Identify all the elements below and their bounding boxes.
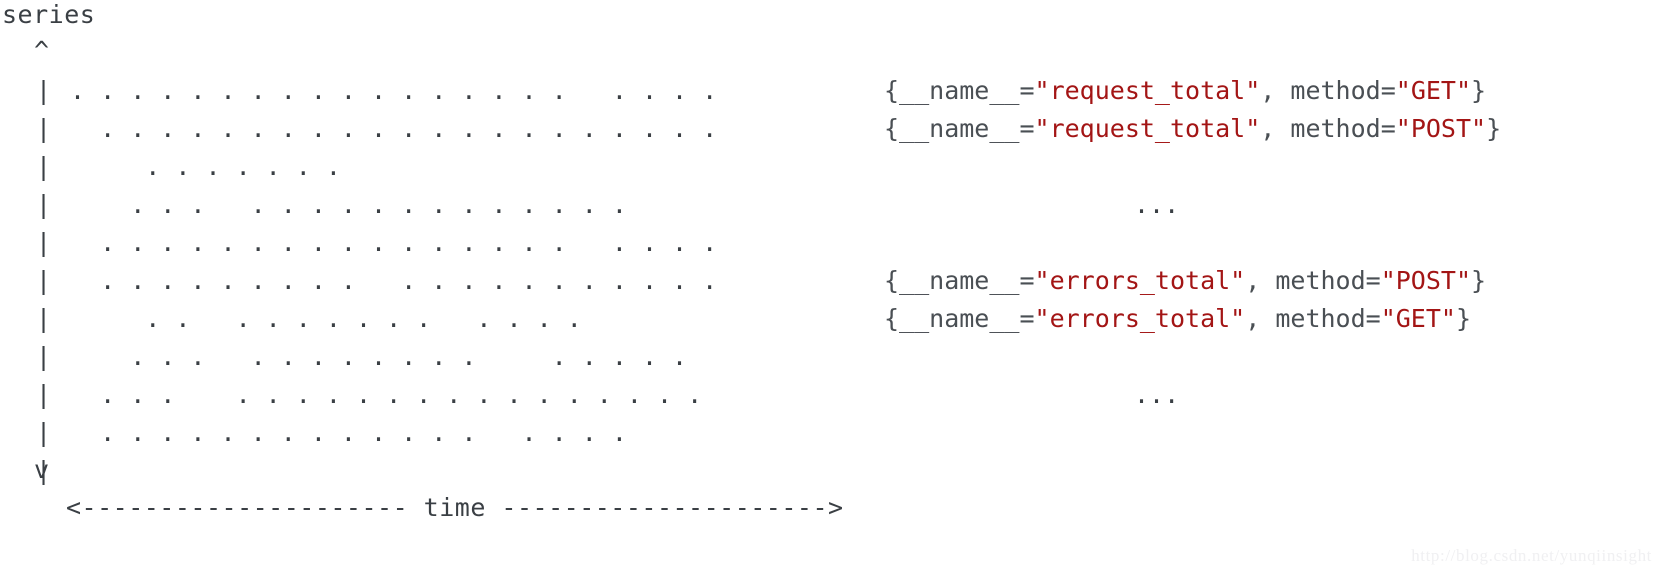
y-axis-up-arrow-icon: ^	[34, 36, 50, 65]
legend-plain-text: , method=	[1245, 304, 1381, 333]
legend-plain-text: {__name__=	[884, 304, 1035, 333]
sample-dot-track: . . . . . . . . . . . . . . . .	[70, 342, 688, 371]
y-axis-tick: |	[36, 114, 52, 143]
legend-plain-text: {__name__=	[884, 76, 1035, 105]
y-axis-tick: |	[36, 418, 52, 447]
sample-dot-track: . . . . . . . . . . . . . . . . .	[70, 418, 627, 447]
sample-dot-track: . . . . . . . . . . . . . . . . . . .	[70, 380, 703, 409]
y-axis-tick: |	[36, 76, 52, 105]
legend-string-literal: "request_total"	[1034, 114, 1261, 143]
legend-plain-text: , method=	[1245, 266, 1381, 295]
sample-dot-track: . . . . . . .	[70, 152, 341, 181]
legend-string-literal: "GET"	[1395, 76, 1472, 105]
series-legend-entry: {__name__="errors_total", method="GET"}	[884, 306, 1471, 331]
sample-dot-track: . . . . . . . . . . . . .	[70, 304, 582, 333]
legend-plain-text: }	[1471, 266, 1487, 295]
legend-string-literal: "errors_total"	[1034, 304, 1246, 333]
legend-ellipsis: ...	[1134, 380, 1180, 409]
legend-string-literal: "request_total"	[1034, 76, 1261, 105]
series-legend: {__name__="request_total", method="GET"}…	[884, 0, 1660, 570]
watermark: http://blog.csdn.net/yunqiinsight	[1411, 546, 1652, 565]
legend-ellipsis: ...	[1134, 190, 1180, 219]
y-axis-tick: |	[36, 228, 52, 257]
y-axis-tick: |	[36, 342, 52, 371]
legend-string-literal: "errors_total"	[1034, 266, 1246, 295]
y-axis-tick: |	[36, 152, 52, 181]
sample-dot-track: . . . . . . . . . . . . . . . .	[70, 190, 627, 219]
legend-plain-text: {__name__=	[884, 114, 1035, 143]
legend-string-literal: "POST"	[1380, 266, 1472, 295]
sample-dot-track: . . . . . . . . . . . . . . . . . . . .	[70, 228, 718, 257]
y-axis-tick: |	[36, 380, 52, 409]
y-axis-tick: |	[36, 266, 52, 295]
legend-string-literal: "GET"	[1380, 304, 1456, 333]
series-legend-entry: {__name__="request_total", method="GET"}	[884, 78, 1486, 103]
y-axis-tick: |	[36, 190, 52, 219]
y-axis-tick: |	[36, 304, 52, 333]
y-axis-down-arrow-icon: v	[34, 455, 50, 484]
legend-plain-text: }	[1486, 114, 1502, 143]
sample-dot-track: . . . . . . . . . . . . . . . . . . . . …	[70, 76, 718, 105]
legend-plain-text: }	[1455, 304, 1472, 333]
y-axis-label: series	[2, 0, 96, 29]
legend-plain-text: , method=	[1260, 76, 1396, 105]
legend-plain-text: , method=	[1260, 114, 1396, 143]
x-axis-time-arrow: <--------------------- time ------------…	[66, 493, 844, 522]
legend-plain-text: }	[1471, 76, 1487, 105]
sample-dot-track: . . . . . . . . . . . . . . . . . . . .	[70, 266, 718, 295]
legend-plain-text: {__name__=	[884, 266, 1035, 295]
series-legend-entry: {__name__="errors_total", method="POST"}	[884, 268, 1486, 293]
legend-string-literal: "POST"	[1395, 114, 1487, 143]
y-axis-tick: |	[36, 456, 52, 485]
sample-dot-track: . . . . . . . . . . . . . . . . . . . . …	[70, 114, 718, 143]
series-legend-entry: {__name__="request_total", method="POST"…	[884, 116, 1501, 141]
